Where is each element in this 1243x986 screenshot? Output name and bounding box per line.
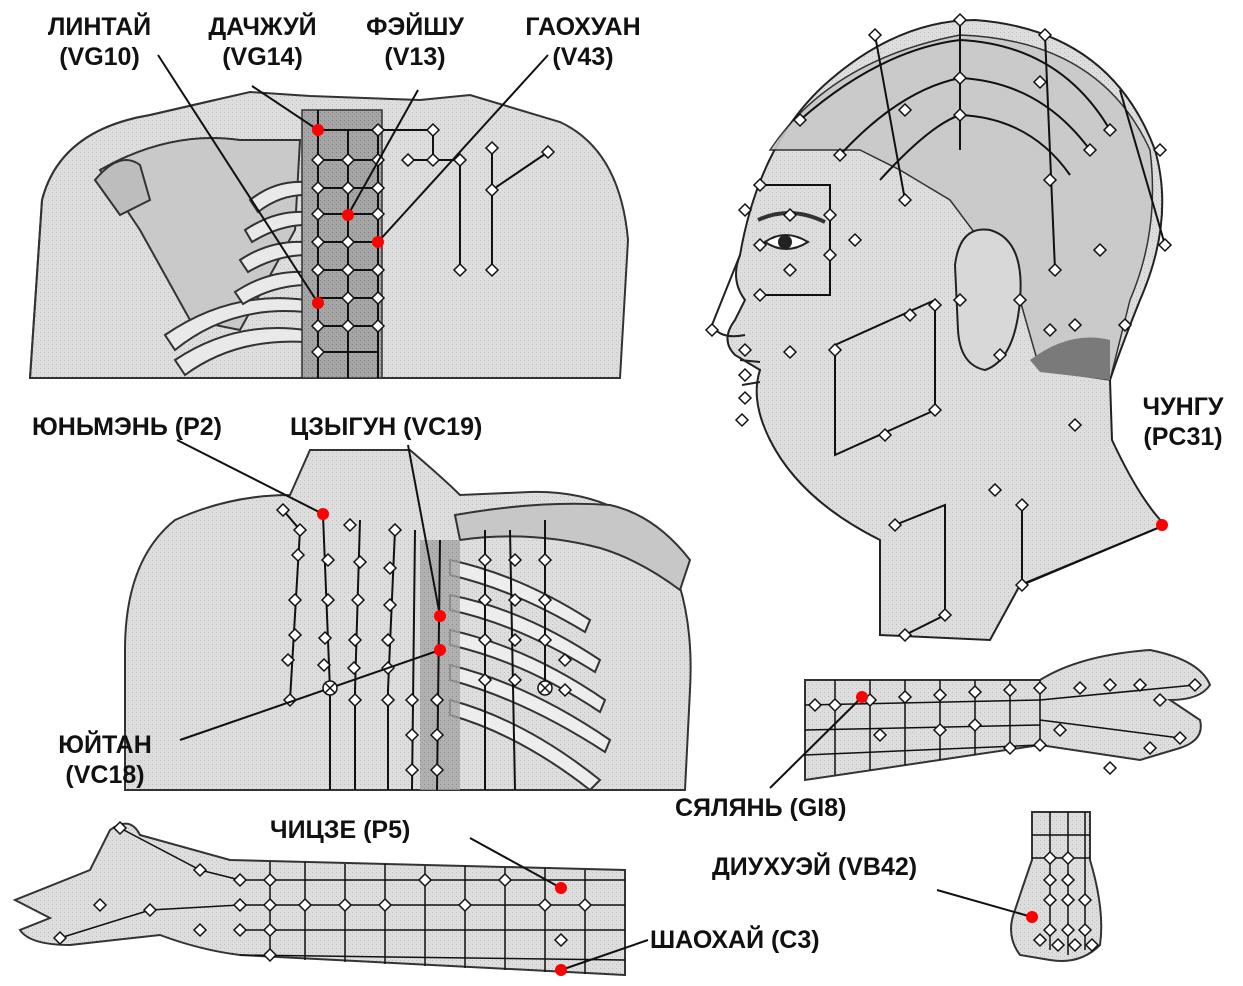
label-gaohuan: ГАОХУАН (V43): [498, 12, 668, 72]
label-yunmen: ЮНЬМЭНЬ (P2): [32, 412, 222, 442]
acupoint-marker: [1104, 762, 1116, 774]
point-vg10: [312, 297, 324, 309]
label-feishu: ФЭЙШУ (V13): [345, 12, 485, 72]
label-chicze: ЧИЦЗЕ (P5): [270, 815, 410, 845]
label-yuitan: ЮЙТАН (VC18): [40, 730, 170, 790]
label-shaohai: ШАОХАЙ (C3): [650, 925, 820, 955]
label-chungu: ЧУНГУ (PC31): [1128, 392, 1238, 452]
point-c3: [555, 964, 567, 976]
label-lintai-name: ЛИНТАЙ: [22, 12, 177, 42]
label-lintai-code: (VG10): [22, 42, 177, 72]
point-vc19: [434, 610, 446, 622]
forearm-figure: [805, 650, 1210, 780]
point-vb42: [1026, 911, 1038, 923]
label-lintai: ЛИНТАЙ (VG10): [22, 12, 177, 72]
label-dachzhui: ДАЧЖУЙ (VG14): [185, 12, 340, 72]
label-dachzhui-name: ДАЧЖУЙ: [185, 12, 340, 42]
acupoint-marker: [869, 29, 881, 41]
chest-figure: [125, 450, 691, 790]
label-chungu-code: (PC31): [1128, 422, 1238, 452]
label-yuitan-name: ЮЙТАН: [40, 730, 170, 760]
point-p5: [555, 882, 567, 894]
label-gaohuan-code: (V43): [498, 42, 668, 72]
point-p2: [317, 508, 329, 520]
point-vc18: [434, 644, 446, 656]
label-syalyan: СЯЛЯНЬ (GI8): [675, 793, 846, 823]
back-figure: [30, 92, 628, 378]
point-gi8: [856, 691, 868, 703]
point-vg14: [312, 124, 324, 136]
label-feishu-code: (V13): [345, 42, 485, 72]
acupoint-marker: [739, 369, 751, 381]
head-figure: [712, 20, 1165, 640]
foot-figure: [1011, 812, 1101, 961]
label-czygun: ЦЗЫГУН (VC19): [290, 412, 482, 442]
label-chungu-name: ЧУНГУ: [1128, 392, 1238, 422]
point-v13: [342, 209, 354, 221]
label-dachzhui-code: (VG14): [185, 42, 340, 72]
point-v43: [372, 236, 384, 248]
acupoint-marker: [706, 324, 718, 336]
point-pc31: [1156, 519, 1168, 531]
arm-figure: [15, 824, 625, 975]
acupoint-marker: [739, 392, 751, 404]
acupoint-marker: [1159, 239, 1171, 251]
label-yuitan-code: (VC18): [40, 760, 170, 790]
acupoint-marker: [736, 414, 748, 426]
label-gaohuan-name: ГАОХУАН: [498, 12, 668, 42]
label-diuhuei: ДИУХУЭЙ (VB42): [712, 852, 917, 882]
label-feishu-name: ФЭЙШУ: [345, 12, 485, 42]
